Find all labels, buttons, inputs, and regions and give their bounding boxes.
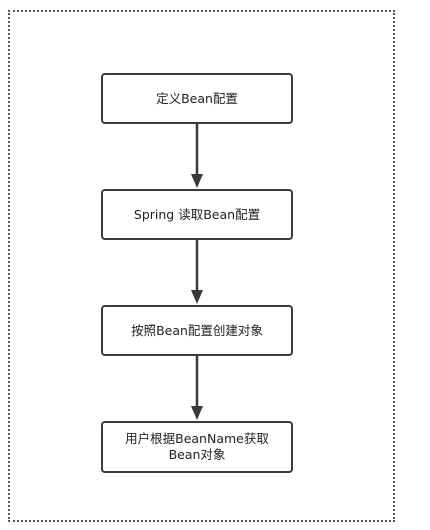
step-label: 按照Bean配置创建对象 bbox=[131, 322, 263, 338]
arrow-3-to-4 bbox=[191, 356, 203, 420]
step-label: 用户根据BeanName获取 Bean对象 bbox=[125, 431, 269, 462]
dotted-frame bbox=[8, 10, 395, 522]
step-create-objects: 按照Bean配置创建对象 bbox=[101, 305, 293, 356]
arrow-1-to-2 bbox=[191, 124, 203, 188]
step-label: 定义Bean配置 bbox=[156, 90, 238, 106]
step-get-bean-by-name: 用户根据BeanName获取 Bean对象 bbox=[101, 421, 293, 473]
arrow-2-to-3 bbox=[191, 240, 203, 304]
step-label: Spring 读取Bean配置 bbox=[133, 206, 261, 222]
step-spring-read-config: Spring 读取Bean配置 bbox=[101, 189, 293, 240]
step-define-bean-config: 定义Bean配置 bbox=[101, 73, 293, 124]
